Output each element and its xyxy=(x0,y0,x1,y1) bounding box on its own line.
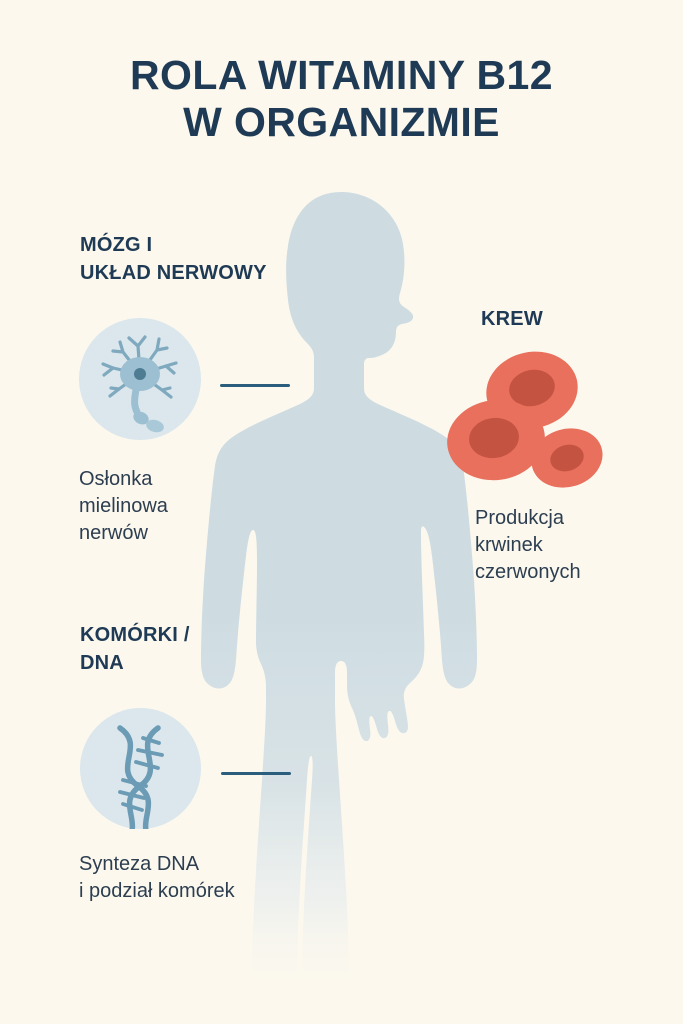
page-title: ROLA WITAMINY B12 W ORGANIZMIE xyxy=(0,52,683,146)
section-caption-cells: Synteza DNA i podział komórek xyxy=(79,853,235,902)
section-heading-blood: KREW xyxy=(481,308,543,330)
neuron-icon xyxy=(79,318,201,440)
title-line-1: ROLA WITAMINY B12 xyxy=(130,52,553,98)
dna-helix-icon xyxy=(80,708,201,829)
connector-line-dna xyxy=(221,772,291,775)
section-caption-blood: Produkcja krwinek czerwonych xyxy=(475,507,581,583)
red-blood-cells-icon xyxy=(440,348,620,508)
section-heading-cells: KOMÓRKI / DNA xyxy=(80,624,190,674)
title-line-2: W ORGANIZMIE xyxy=(183,99,500,145)
section-heading-brain: MÓZG I UKŁAD NERWOWY xyxy=(80,234,267,284)
section-caption-brain: Osłonka mielinowa nerwów xyxy=(79,468,168,544)
connector-line-brain xyxy=(220,384,290,387)
